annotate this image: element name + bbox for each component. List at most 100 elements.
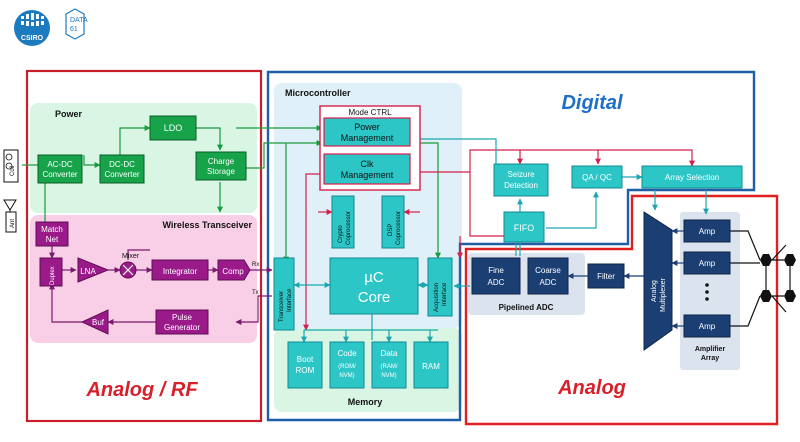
svg-text:ADC: ADC [488,278,505,287]
svg-text:µC: µC [364,269,384,286]
amp-block-1: Amp [683,219,731,243]
amp-ellipsis [705,283,709,301]
mixer-label: Mixer [122,253,140,260]
power-management-block: Power Management [323,117,411,147]
svg-text:Acquisition: Acquisition [434,283,440,312]
analog-region-title: Analog [557,377,626,399]
dc-dc-converter-block: DC-DC Converter [99,154,145,184]
svg-text:Fine: Fine [488,266,504,275]
data61-logo-line2: 61 [70,26,78,33]
data61-logo: DATA 61 [65,8,88,40]
qa-qc-block: QA / QC [571,165,623,189]
svg-text:Amp: Amp [699,227,716,236]
svg-text:NVM): NVM) [381,373,396,379]
pipelined-adc-group-title: Pipelined ADC [499,303,554,312]
analog-rf-region [25,69,263,423]
match-net-block: Match Net [35,221,69,247]
crypto-coprocessor-block: Crypto Coprocessor [331,195,355,249]
svg-text:Amp: Amp [699,322,716,331]
digital-region [266,70,756,422]
svg-text:Converter: Converter [42,170,77,179]
amp-block-2: Amp [683,251,731,275]
analog-region [464,194,779,426]
charge-storage-block: Charge Storage [195,151,247,181]
svg-text:FIFO: FIFO [514,223,535,233]
svg-text:Array Selection: Array Selection [665,173,719,182]
svg-text:Comp: Comp [222,267,244,276]
amp-block-3: Amp [683,314,731,338]
svg-text:Management: Management [341,133,394,143]
svg-text:Interface: Interface [442,282,448,306]
dsp-coprocessor-block: DSP Coprocessor [381,195,405,249]
csiro-logo: CSIRO [14,10,50,46]
svg-text:NVM): NVM) [339,373,354,379]
coarse-adc-block: Coarse ADC [527,257,569,295]
electrode-3 [760,290,772,302]
svg-text:Integrator: Integrator [163,267,198,276]
svg-text:Core: Core [358,289,391,306]
data-memory-block: Data (RAM/ NVM) [371,341,407,389]
svg-text:Storage: Storage [207,167,236,176]
code-memory-block: Code (ROM/ NVM) [329,341,365,389]
svg-text:Interface: Interface [287,288,293,312]
data61-logo-line1: DATA [70,17,88,24]
svg-text:Generator: Generator [164,323,200,332]
svg-text:LDO: LDO [164,123,183,133]
amplifier-array-title-2: Array [701,355,719,362]
svg-text:Charge: Charge [208,157,235,166]
tx-label: Tx [252,290,259,296]
ac-dc-converter-block: AC-DC Converter [37,154,83,184]
svg-text:DSP: DSP [388,224,394,236]
svg-text:Boot: Boot [297,355,314,364]
svg-text:AC-DC: AC-DC [47,160,73,169]
analog-multiplexer-block: Analog Multiplexer [643,211,673,351]
svg-text:Data: Data [381,349,398,358]
svg-text:Seizure: Seizure [507,170,535,179]
svg-text:ADC: ADC [540,278,557,287]
power-group-title: Power [55,109,83,119]
wireless-group-title: Wireless Transceiver [163,220,253,230]
svg-text:Clk: Clk [361,159,374,169]
mixer-block: Mixer [119,253,140,279]
microcontroller-group-title: Microcontroller [285,88,351,98]
clk-management-block: Clk Management [323,153,411,185]
lna-block: LNA [77,257,110,283]
amplifier-array-title-1: Amplifier [695,346,726,353]
coil-block: Coil [3,149,19,183]
svg-text:Crypto: Crypto [338,225,344,243]
analog-rf-region-title: Analog / RF [85,379,198,401]
svg-text:Match: Match [41,225,63,234]
seizure-detection-block: Seizure Detection [493,163,549,197]
svg-text:Management: Management [341,170,394,180]
integrator-block: Integrator [151,259,209,281]
antenna-block: Ant [3,199,17,233]
duplex-block: Duplex [39,257,63,287]
electrode-1 [760,254,772,266]
svg-text:Analog: Analog [651,280,658,302]
csiro-logo-text: CSIRO [21,35,44,42]
uc-core-block: µC Core [329,257,419,315]
svg-text:DC-DC: DC-DC [109,160,135,169]
comp-block: Comp [217,259,251,281]
svg-text:Multiplexer: Multiplexer [660,277,667,312]
svg-text:Code: Code [337,349,357,358]
acquisition-interface-block: Acquisition Interface [427,257,453,317]
svg-text:QA / QC: QA / QC [582,173,612,182]
svg-text:Power: Power [354,122,380,132]
svg-text:RAM: RAM [422,362,440,371]
svg-text:LNA: LNA [80,267,96,276]
filter-block: Filter [587,263,625,289]
svg-text:Converter: Converter [104,170,139,179]
boot-rom-block: Boot ROM [287,341,323,389]
memory-group-title: Memory [348,397,383,407]
rx-label: Rx [252,262,259,268]
svg-text:(RAM/: (RAM/ [381,364,398,370]
svg-text:Detection: Detection [504,181,538,190]
svg-text:Coarse: Coarse [535,266,561,275]
pulse-generator-block: Pulse Generator [155,309,209,335]
svg-text:Filter: Filter [597,272,615,281]
fine-adc-block: Fine ADC [471,257,521,295]
fifo-block: FIFO [503,211,545,243]
transceiver-interface-block: Transceiver Interface [273,257,295,331]
